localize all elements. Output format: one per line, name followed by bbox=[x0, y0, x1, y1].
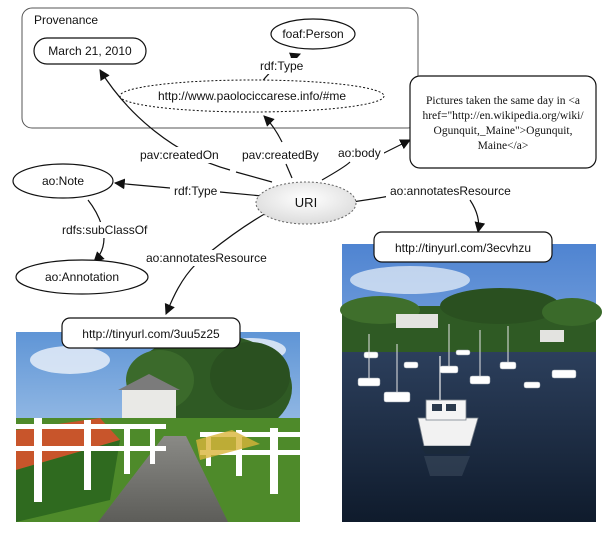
edge-annotates-1-seg1 bbox=[209, 211, 269, 253]
uri-node bbox=[255, 181, 357, 225]
body-line-3: Ogunquit,_Maine">Ogunquit, bbox=[434, 125, 573, 137]
edge-rdf-type-note bbox=[113, 178, 171, 190]
edge-created-on bbox=[99, 69, 231, 171]
annotates-2-label: ao:annotatesResource bbox=[390, 184, 511, 198]
body-line-1: Pictures taken the same day in <a bbox=[426, 95, 580, 107]
note-class-node bbox=[12, 163, 114, 199]
date-label: March 21, 2010 bbox=[48, 44, 132, 58]
edge-created-by bbox=[263, 115, 283, 143]
resource-1-label: http://tinyurl.com/3uu5z25 bbox=[82, 327, 220, 341]
note-class-label: ao:Note bbox=[42, 174, 84, 188]
creator-uri-label: http://www.paolociccarese.info/#me bbox=[158, 89, 346, 103]
edge-body-seg1 bbox=[321, 161, 351, 181]
edges bbox=[87, 52, 486, 315]
person-class-label: foaf:Person bbox=[282, 27, 343, 41]
annotates-1-label: ao:annotatesResource bbox=[146, 251, 267, 265]
body-line-4: Maine</a> bbox=[478, 140, 529, 152]
edge-created-on-seg1 bbox=[235, 171, 273, 183]
photo-fence-path bbox=[16, 332, 300, 522]
edge-annotates-2 bbox=[469, 199, 486, 234]
edge-labels: pav:createdOn pav:createdBy rdf:Type rdf… bbox=[58, 58, 511, 266]
created-by-label: pav:createdBy bbox=[242, 148, 319, 162]
uri-label: URI bbox=[295, 195, 317, 210]
subclass-label: rdfs:subClassOf bbox=[62, 223, 148, 237]
rdf-type-person-label: rdf:Type bbox=[260, 59, 304, 73]
body-node bbox=[409, 75, 597, 169]
person-class-node bbox=[270, 18, 356, 50]
edge-annotates-1 bbox=[164, 263, 197, 315]
provenance-title: Provenance bbox=[34, 13, 98, 27]
resource-2-node bbox=[373, 231, 553, 263]
body-line-2: href="http://en.wikipedia.org/wiki/ bbox=[422, 110, 584, 122]
edge-created-by-seg1 bbox=[285, 163, 293, 179]
resource-1-node bbox=[61, 317, 241, 349]
creator-uri-node bbox=[119, 79, 385, 113]
date-node bbox=[33, 37, 147, 65]
photo-harbor-boats bbox=[340, 244, 602, 522]
annotation-class-label: ao:Annotation bbox=[45, 270, 119, 284]
annotation-class-node bbox=[15, 259, 149, 295]
body-label: ao:body bbox=[338, 146, 381, 160]
resource-2-label: http://tinyurl.com/3ecvhzu bbox=[395, 241, 531, 255]
rdf-type-note-label: rdf:Type bbox=[174, 184, 218, 198]
edge-rdf-type-note-seg1 bbox=[219, 191, 263, 197]
created-on-label: pav:createdOn bbox=[140, 148, 219, 162]
edge-subclass bbox=[93, 237, 105, 263]
